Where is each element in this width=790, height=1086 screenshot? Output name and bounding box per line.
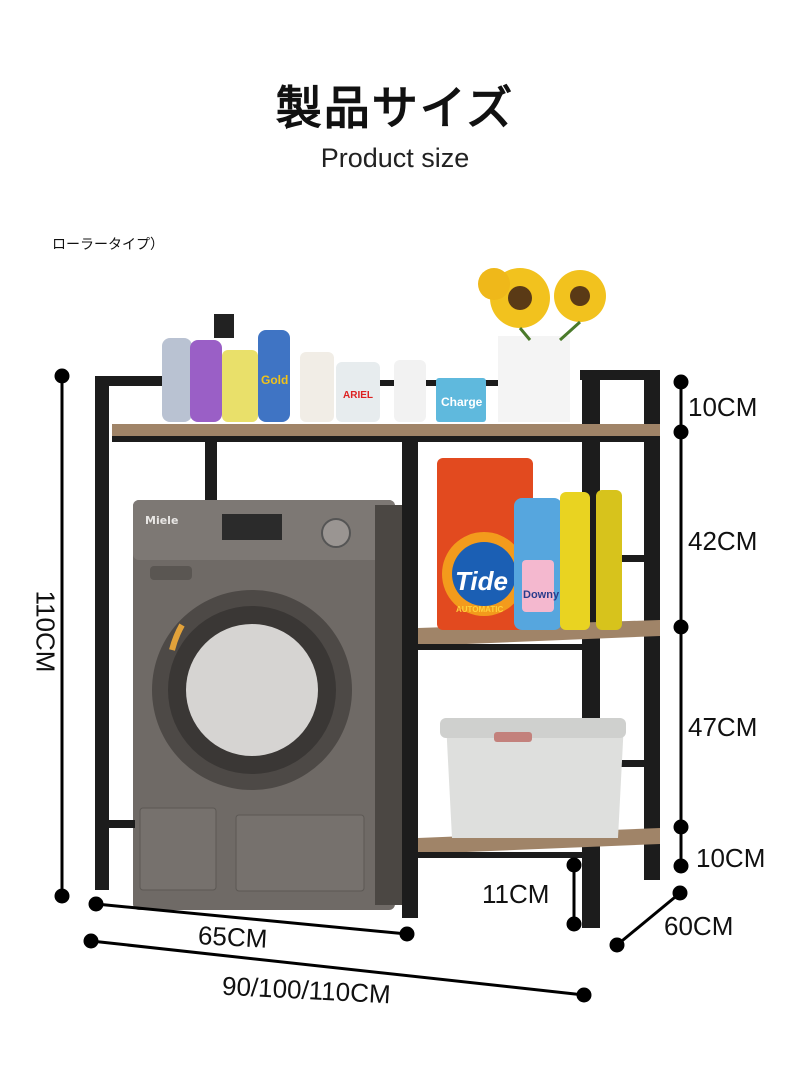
machine-brand-label: Miele <box>145 514 178 527</box>
middle-shelf-items <box>437 458 622 630</box>
dimension-middle-gap: 42CM <box>688 526 758 556</box>
page-subtitle: Product size <box>320 143 470 173</box>
bottle-gold-label: Gold <box>261 373 288 387</box>
top-shelf-items <box>162 268 606 422</box>
dimension-foot-height: 11CM <box>482 879 550 909</box>
softener-label: Downy <box>523 589 560 601</box>
box-charge-label: Charge <box>441 395 483 409</box>
dimension-inner-width: 65CM <box>197 920 269 954</box>
washing-machine <box>133 500 417 910</box>
type-note: ローラータイプ） <box>52 237 164 253</box>
detergent-tide-sub-label: AUTOMATIC <box>456 605 503 614</box>
dimension-bottom-gap: 10CM <box>696 843 766 873</box>
dimension-lines <box>54 368 689 1003</box>
storage-box <box>440 718 626 838</box>
dimension-lower-gap: 47CM <box>688 712 758 742</box>
dimension-height: 110CM <box>30 590 61 673</box>
bottle-ariel-label: ARIEL <box>343 390 373 401</box>
dimension-depth: 60CM <box>664 911 734 941</box>
dimension-top-gap: 10CM <box>688 392 758 422</box>
detergent-tide-label: Tide <box>455 566 508 596</box>
page-title: 製品サイズ <box>275 81 515 135</box>
